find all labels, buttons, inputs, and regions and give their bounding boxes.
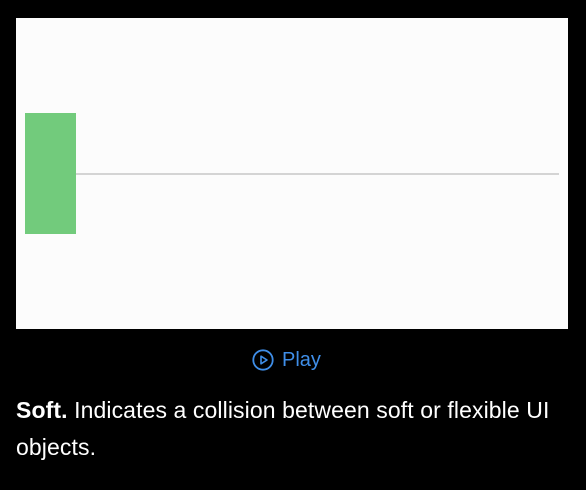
animation-preview: [16, 18, 568, 329]
play-circle-icon: [252, 349, 274, 371]
soft-object: [25, 113, 76, 234]
description-body: Indicates a collision between soft or fl…: [16, 397, 550, 460]
play-button[interactable]: Play: [252, 347, 321, 373]
description-term: Soft.: [16, 397, 68, 423]
track-line: [76, 173, 559, 175]
description-text: Soft. Indicates a collision between soft…: [16, 392, 556, 466]
play-label: Play: [282, 349, 321, 371]
